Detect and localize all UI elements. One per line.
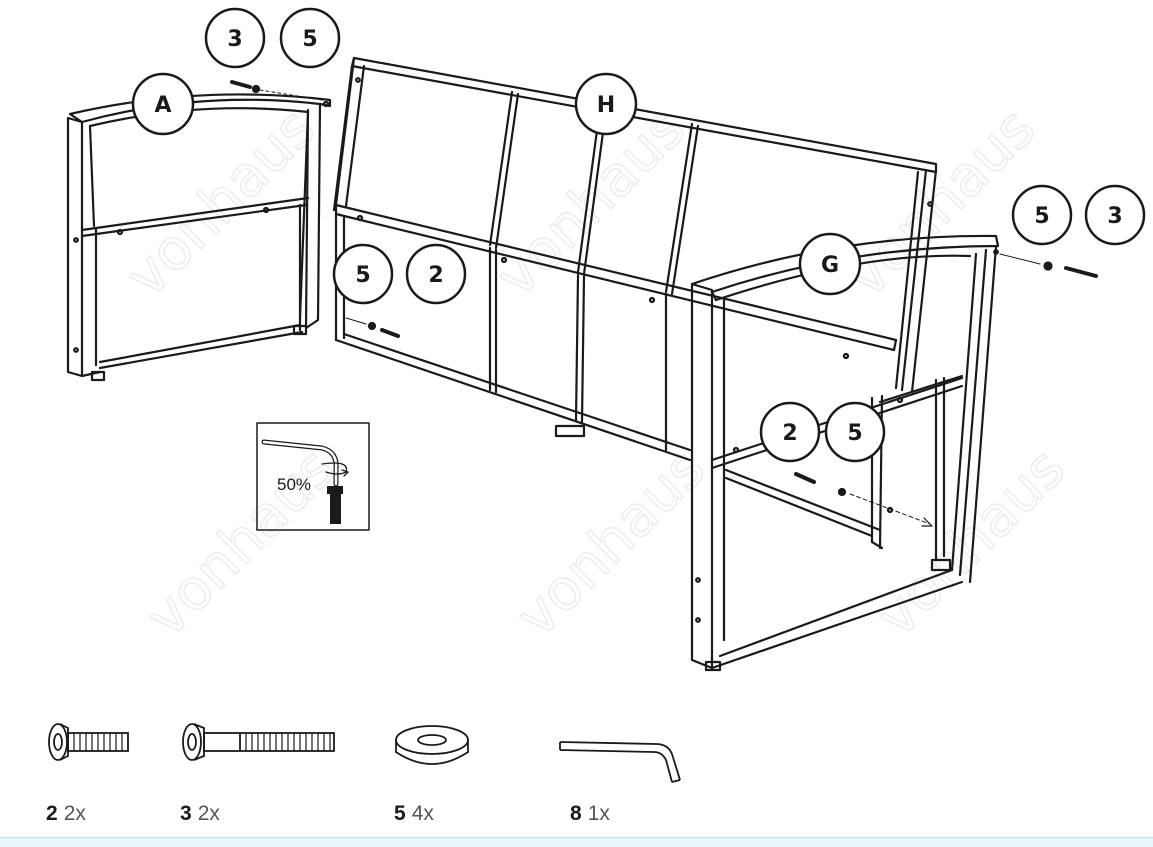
callout-part-5-mid-right: 5: [824, 401, 886, 463]
callout-label: 5: [1034, 204, 1049, 229]
callout-label: A: [154, 93, 171, 118]
part-quantity: 4x: [411, 802, 434, 825]
callout-label: 3: [227, 27, 242, 52]
callout-label: 3: [1107, 204, 1122, 229]
watermark: vonhaus: [134, 436, 348, 650]
short-bolt-icon: [48, 723, 129, 761]
callout-part-2-mid-left: 2: [405, 243, 467, 305]
watermark: vonhaus: [504, 436, 718, 650]
bolt-mid-left: [345, 317, 400, 338]
tighten-inset: [256, 422, 370, 531]
callout-part-3-top-right: 3: [1084, 184, 1146, 246]
part-quantity: 2x: [197, 802, 220, 825]
part-quantity: 2x: [63, 802, 86, 825]
callout-part-5-top-left: 5: [279, 7, 341, 69]
bolt-top-right: [999, 253, 1098, 278]
callout-H: H: [574, 72, 638, 136]
part-number: 5: [394, 802, 406, 825]
washer-icon: [395, 725, 469, 765]
callout-part-2-mid-right: 2: [759, 401, 821, 463]
callout-label: G: [821, 253, 839, 278]
callout-label: 5: [302, 27, 317, 52]
callout-part-5-top-right: 5: [1011, 184, 1073, 246]
callout-label: H: [597, 93, 615, 118]
bolt-mid-right: [794, 472, 933, 527]
allen-key-icon: [559, 741, 681, 783]
bolt-top-left: [230, 80, 323, 101]
left-armrest-frame: [66, 93, 332, 382]
callout-G: G: [798, 232, 862, 296]
callout-A: A: [131, 72, 195, 136]
watermark: vonhaus: [864, 436, 1078, 650]
callout-label: 2: [782, 421, 797, 446]
backrest-frame: [332, 56, 938, 462]
part-quantity: 1x: [587, 802, 610, 825]
part-number: 8: [570, 802, 582, 825]
callout-part-3-top-left: 3: [204, 7, 266, 69]
callout-label: 2: [428, 263, 443, 288]
tighten-label: 50%: [277, 475, 311, 494]
long-bolt-icon: [182, 723, 335, 761]
callout-label: 5: [355, 263, 370, 288]
callout-label: 5: [847, 421, 862, 446]
part-number: 3: [180, 802, 192, 825]
callout-part-5-mid-left: 5: [332, 243, 394, 305]
bottom-bar: [0, 837, 1153, 847]
part-number: 2: [46, 802, 58, 825]
